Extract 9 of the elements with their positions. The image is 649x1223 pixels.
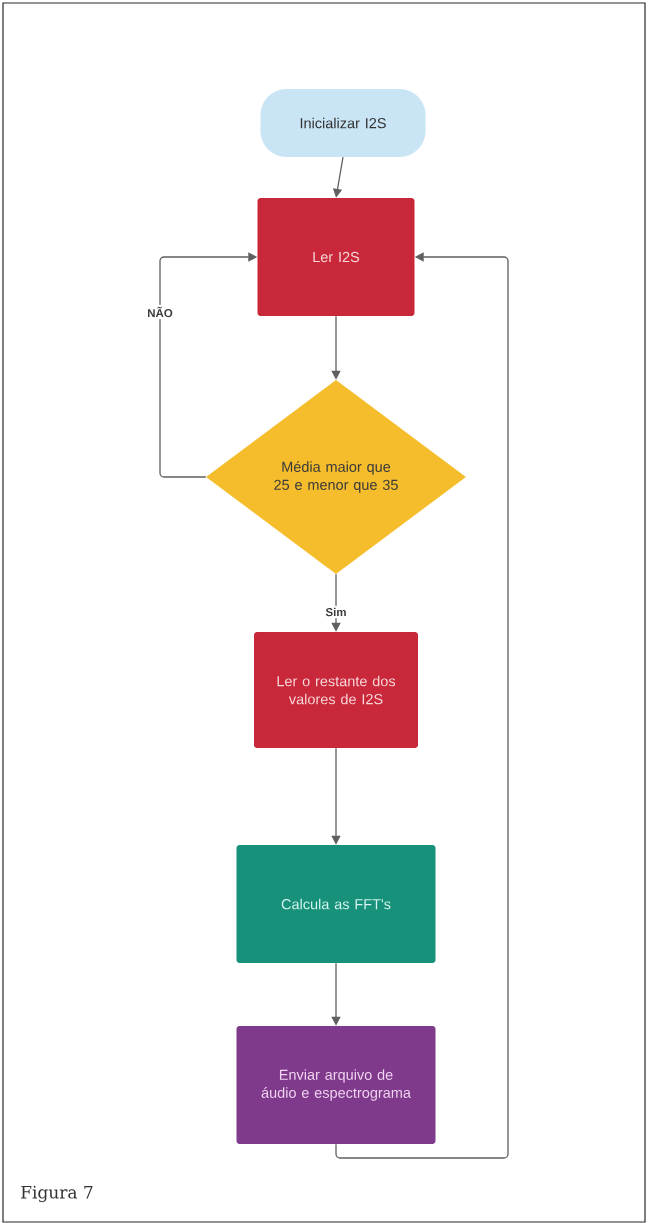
process-box: Enviar arquivo de áudio e espectrograma: [236, 1026, 436, 1144]
edge-label: Sim: [323, 605, 349, 619]
edge-label: NÃO: [145, 304, 175, 320]
figure-caption: Figura 7: [21, 1185, 93, 1203]
start-terminal: Inicializar I2S: [260, 89, 426, 157]
process-box: Ler o restante dos valores de I2S: [254, 632, 418, 748]
process-box: Calcula as FFT's: [236, 845, 436, 963]
arrow: [335, 252, 509, 1159]
process-box: Ler I2S: [257, 198, 415, 316]
